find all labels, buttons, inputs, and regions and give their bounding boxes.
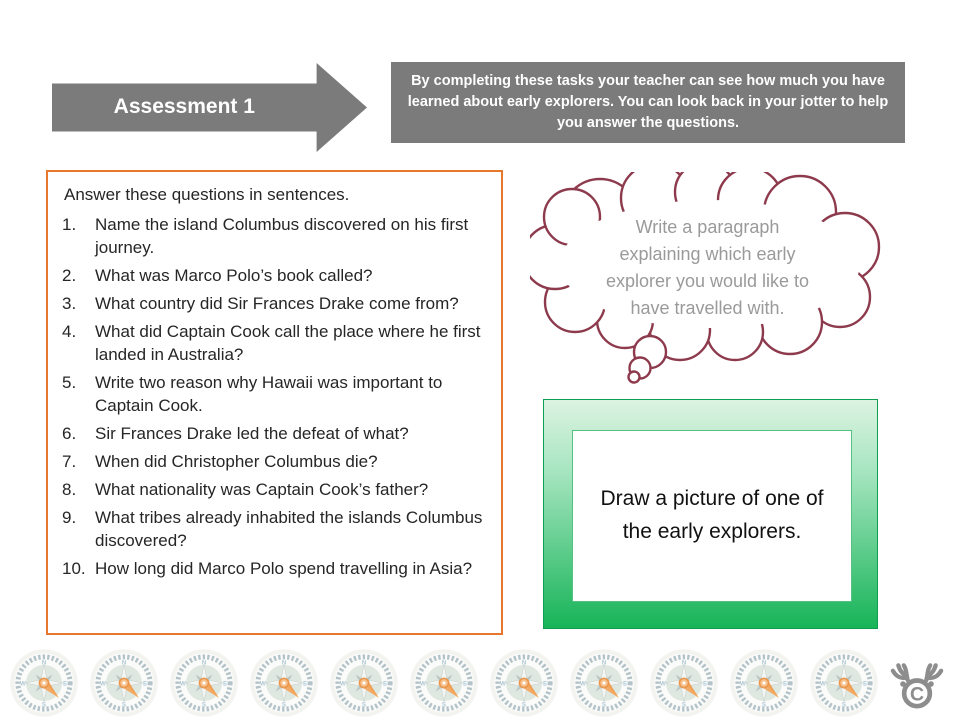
question-item: 4. What did Captain Cook call the place w…: [62, 320, 489, 366]
compass-icon: [408, 647, 480, 719]
compass-icon: [328, 647, 400, 719]
question-box: Answer these questions in sentences. 1. N…: [46, 170, 503, 635]
question-text: What nationality was Captain Cook’s fath…: [95, 480, 429, 499]
compass-icon: [648, 647, 720, 719]
question-text: Sir Frances Drake led the defeat of what…: [95, 424, 409, 443]
question-number: 9.: [62, 508, 77, 527]
question-number: 1.: [62, 215, 77, 234]
compass-icon: [728, 647, 800, 719]
compass-icon: [248, 647, 320, 719]
compass-icon: [488, 647, 560, 719]
compass-row: [8, 647, 880, 719]
question-text: Name the island Columbus discovered on h…: [95, 215, 469, 257]
question-text: What did Captain Cook call the place whe…: [95, 322, 481, 364]
question-number: 2.: [62, 266, 77, 285]
question-number: 4.: [62, 322, 77, 341]
assessment-arrow-banner: Assessment 1: [52, 63, 367, 152]
thought-bubble: Write a paragraph explaining which early…: [530, 172, 890, 390]
question-text: What was Marco Polo’s book called?: [95, 266, 373, 285]
thought-bubble-text: Write a paragraph explaining which early…: [605, 217, 810, 318]
question-item: 3. What country did Sir Frances Drake com…: [62, 292, 489, 315]
question-list: 1. Name the island Columbus discovered on…: [62, 213, 489, 580]
teacher-info-box: By completing these tasks your teacher c…: [391, 62, 905, 143]
question-text: How long did Marco Polo spend travelling…: [95, 559, 473, 578]
question-text: What tribes already inhabited the island…: [95, 508, 483, 550]
question-item: 1. Name the island Columbus discovered on…: [62, 213, 489, 259]
compass-icon: [568, 647, 640, 719]
compass-icon: [808, 647, 880, 719]
question-number: 6.: [62, 424, 77, 443]
question-item: 8. What nationality was Captain Cook’s fa…: [62, 478, 489, 501]
question-item: 7. When did Christopher Columbus die?: [62, 450, 489, 473]
draw-picture-box: Draw a picture of one of the early explo…: [543, 399, 878, 629]
question-number: 5.: [62, 373, 77, 392]
draw-picture-inner-frame: Draw a picture of one of the early explo…: [572, 430, 852, 602]
question-number: 3.: [62, 294, 77, 313]
compass-icon: [168, 647, 240, 719]
compass-icon: [8, 647, 80, 719]
draw-picture-text: Draw a picture of one of the early explo…: [600, 487, 824, 543]
question-item: 2. What was Marco Polo’s book called?: [62, 264, 489, 287]
question-text: What country did Sir Frances Drake come …: [95, 294, 459, 313]
question-intro: Answer these questions in sentences.: [64, 185, 350, 204]
question-item: 9. What tribes already inhabited the isla…: [62, 506, 489, 552]
banner-title: Assessment 1: [113, 95, 255, 119]
question-item: 5. Write two reason why Hawaii was import…: [62, 371, 489, 417]
question-text: When did Christopher Columbus die?: [95, 452, 378, 471]
compass-icon: [88, 647, 160, 719]
question-text: Write two reason why Hawaii was importan…: [95, 373, 443, 415]
moose-copyright-logo-icon: [882, 648, 952, 720]
question-number: 7.: [62, 452, 77, 471]
question-number: 10.: [62, 559, 86, 578]
question-item: 10. How long did Marco Polo spend travell…: [62, 557, 489, 580]
question-number: 8.: [62, 480, 77, 499]
thought-bubble-outline-icon: [530, 172, 881, 384]
teacher-info-text: By completing these tasks your teacher c…: [407, 72, 889, 131]
question-item: 6. Sir Frances Drake led the defeat of wh…: [62, 422, 489, 445]
